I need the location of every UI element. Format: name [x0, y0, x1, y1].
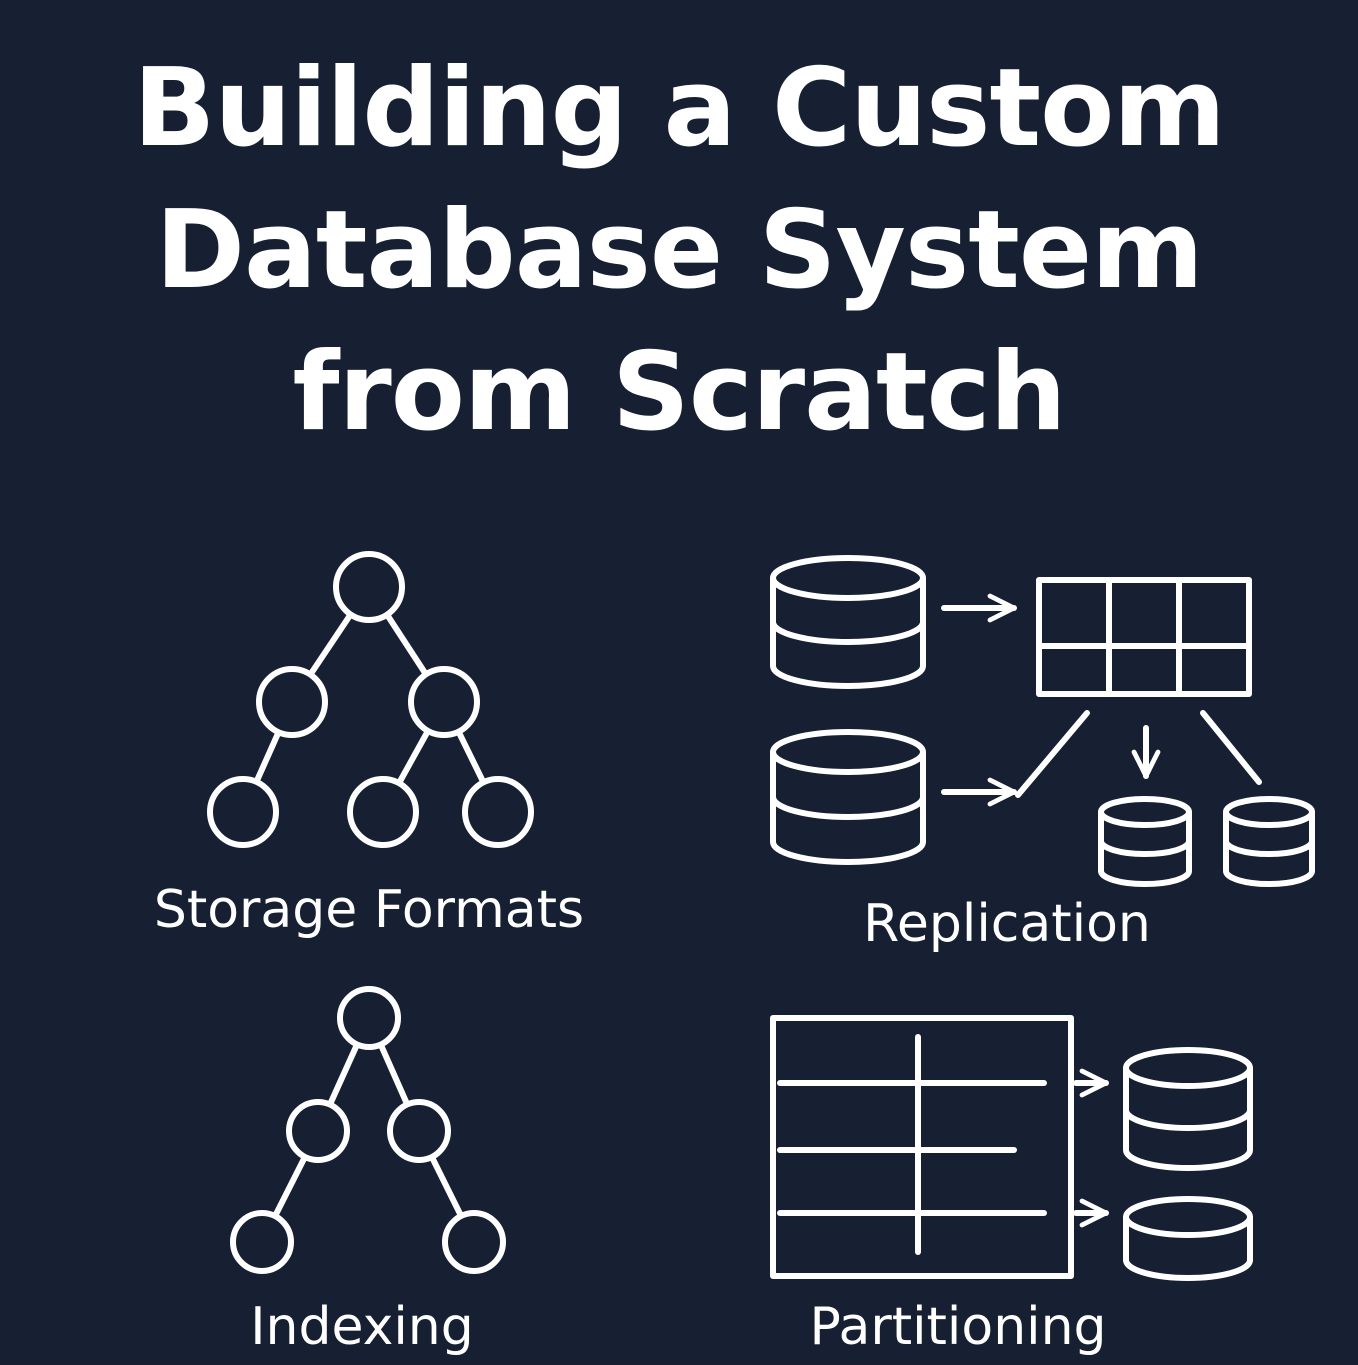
tree-leaf-node: [462, 776, 534, 848]
storage-formats-label: Storage Formats: [153, 880, 585, 940]
tree-node: [408, 666, 480, 738]
partitioning-label: Partitioning: [809, 1297, 1107, 1357]
replication-icon: [770, 555, 1315, 887]
index-tree-icon: [230, 986, 506, 1274]
partition-database-icon: [1123, 1047, 1253, 1171]
page-title: Building a Custom Database System from S…: [0, 38, 1358, 464]
tree-root-node: [333, 551, 405, 623]
table-grid-icon: [1036, 577, 1252, 697]
replica-database-icon: [1223, 796, 1315, 887]
tree-node: [387, 1099, 451, 1163]
tree-node: [286, 1099, 350, 1163]
title-line-1: Building a Custom: [133, 46, 1226, 171]
title-line-3: from Scratch: [292, 330, 1066, 455]
title-line-2: Database System: [155, 188, 1203, 313]
tree-leaf-node: [347, 776, 419, 848]
database-icon: [770, 729, 926, 865]
replica-database-icon: [1098, 796, 1192, 887]
tree-root-node: [337, 986, 401, 1050]
partition-database-icon: [1123, 1196, 1253, 1281]
tree-leaf-node: [442, 1210, 506, 1274]
tree-leaf-node: [230, 1210, 294, 1274]
database-icon: [770, 555, 926, 689]
replication-label: Replication: [863, 894, 1151, 954]
tree-icon: [207, 551, 534, 848]
indexing-label: Indexing: [250, 1297, 474, 1357]
connector-line: [1200, 710, 1262, 785]
partition-table-icon: [770, 1015, 1253, 1281]
partitioned-table: [770, 1015, 1074, 1279]
tree-node: [256, 666, 328, 738]
tree-leaf-node: [207, 776, 279, 848]
connector-line: [1015, 710, 1090, 798]
